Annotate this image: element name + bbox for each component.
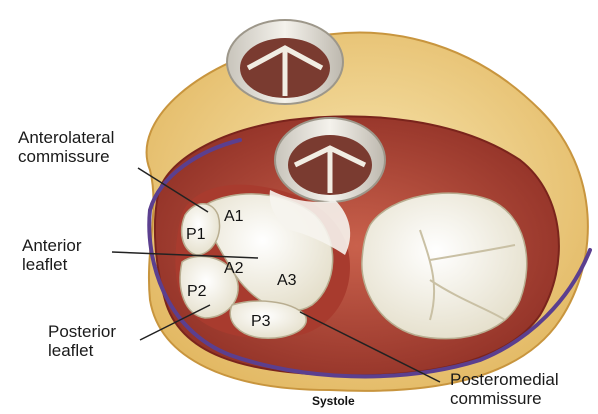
- segment-label-a1: A1: [224, 208, 244, 226]
- label-anterolateral-line2: commissure: [18, 147, 114, 166]
- segment-label-a2: A2: [224, 260, 244, 278]
- label-posteromedial-commissure: Posteromedial commissure: [450, 370, 559, 408]
- label-anterolateral-commissure: Anterolateral commissure: [18, 128, 114, 166]
- segment-label-p2: P2: [187, 283, 207, 301]
- label-anterior-line1: Anterior: [22, 236, 82, 255]
- label-posteromedial-line1: Posteromedial: [450, 370, 559, 389]
- label-posterior-line2: leaflet: [48, 341, 116, 360]
- segment-label-p3: P3: [251, 313, 271, 331]
- label-posterior-line1: Posterior: [48, 322, 116, 341]
- label-posterior-leaflet: Posterior leaflet: [48, 322, 116, 360]
- label-posteromedial-line2: commissure: [450, 389, 559, 408]
- segment-label-p1: P1: [186, 226, 206, 244]
- label-anterior-line2: leaflet: [22, 255, 82, 274]
- tricuspid-valve: [362, 193, 527, 339]
- label-anterior-leaflet: Anterior leaflet: [22, 236, 82, 274]
- label-anterolateral-line1: Anterolateral: [18, 128, 114, 147]
- segment-label-a3: A3: [277, 272, 297, 290]
- caption-systole: Systole: [312, 394, 355, 408]
